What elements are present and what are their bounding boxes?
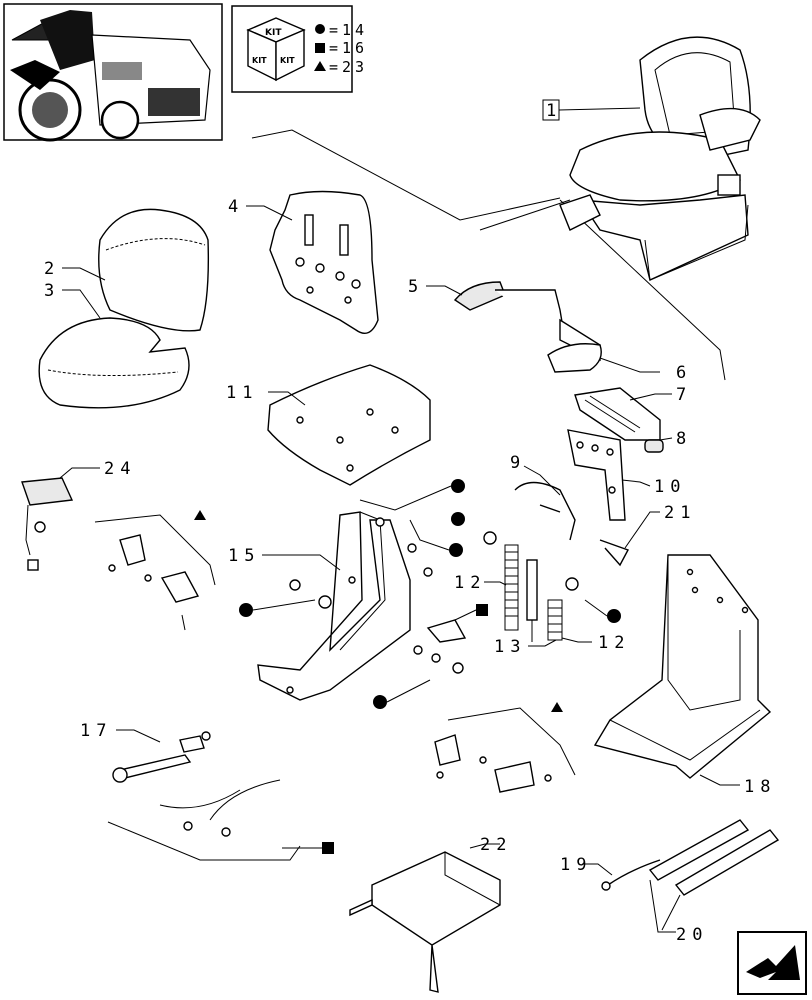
seat-cushion-illustration	[38, 317, 190, 409]
part-label-4: 4	[228, 197, 244, 217]
kit-legend-circle-text: =14	[329, 21, 368, 39]
kit-legend: KIT KIT KIT =14 =16 =23	[231, 5, 368, 93]
circle-kit-marker-1	[451, 479, 465, 493]
kit-legend-triangle-text: =23	[329, 58, 368, 76]
vertical-bracket-illustration	[567, 429, 626, 521]
slide-rails-illustration	[601, 819, 780, 896]
belt-latch-illustration	[434, 734, 552, 793]
kit-word-left: KIT	[252, 56, 267, 65]
part-label-21: 21	[664, 503, 696, 523]
square-kit-marker-lower	[322, 842, 334, 854]
part-label-13: 13	[494, 637, 526, 657]
part-label-1: 1	[546, 101, 562, 121]
suspension-base-illustration	[593, 554, 772, 779]
part-label-15: 15	[228, 546, 260, 566]
next-page-arrow-icon	[746, 945, 800, 980]
part-label-8: 8	[676, 429, 692, 449]
kit-legend-circle-icon	[315, 24, 325, 34]
circle-kit-marker-4	[239, 603, 253, 617]
circle-kit-marker-2	[451, 512, 465, 526]
part-label-12-lower: 12	[598, 633, 630, 653]
kit-word-top: KIT	[265, 28, 282, 38]
backrest-frame-illustration	[269, 190, 379, 334]
belt-buckle-illustration	[108, 534, 200, 631]
part-label-12-upper: 12	[454, 573, 486, 593]
kit-legend-square-text: =16	[329, 39, 368, 57]
damper-13-illustration	[526, 559, 538, 642]
part-label-17: 17	[80, 721, 112, 741]
kit-word-right: KIT	[280, 56, 295, 65]
lower-frame-illustration	[257, 511, 411, 701]
part-label-2: 2	[44, 259, 60, 279]
armrest-illustration	[453, 281, 602, 373]
knob-illustration	[644, 439, 664, 453]
part-label-6: 6	[676, 363, 692, 383]
seat-assembly-illustration	[559, 36, 761, 281]
circle-kit-marker-6	[373, 695, 387, 709]
lever-kit-illustration	[112, 731, 281, 837]
square-kit-marker-center	[476, 604, 488, 616]
part-label-20: 20	[676, 925, 708, 945]
circle-kit-marker-3	[449, 543, 463, 557]
triangle-kit-marker-left	[194, 510, 206, 520]
triangle-kit-marker-center	[551, 702, 563, 712]
part-label-18: 18	[744, 777, 776, 797]
part-label-19: 19	[560, 855, 592, 875]
spring-clip-illustration	[599, 539, 629, 567]
switch-assembly-illustration	[21, 477, 74, 571]
seat-pan-illustration	[267, 364, 431, 486]
backrest-cushion-illustration	[98, 208, 210, 332]
part-label-10: 10	[654, 477, 686, 497]
part-label-22: 22	[480, 835, 512, 855]
mounting-plate-illustration	[349, 851, 501, 993]
linkage-rod-illustration	[514, 481, 576, 541]
part-label-7: 7	[676, 385, 692, 405]
kit-legend-square-icon	[315, 43, 325, 53]
circle-kit-marker-5	[607, 609, 621, 623]
kit-cube-icon: KIT KIT KIT	[246, 17, 306, 82]
tractor-cab-icon	[3, 3, 223, 142]
part-label-5: 5	[408, 277, 424, 297]
part-label-3: 3	[44, 281, 60, 301]
part-label-24: 24	[104, 459, 136, 479]
part-label-11: 11	[226, 383, 258, 403]
part-label-9: 9	[510, 453, 526, 473]
kit-legend-triangle-icon	[314, 61, 326, 71]
next-page-button[interactable]	[737, 931, 807, 995]
spring-12-illustration	[504, 544, 579, 641]
